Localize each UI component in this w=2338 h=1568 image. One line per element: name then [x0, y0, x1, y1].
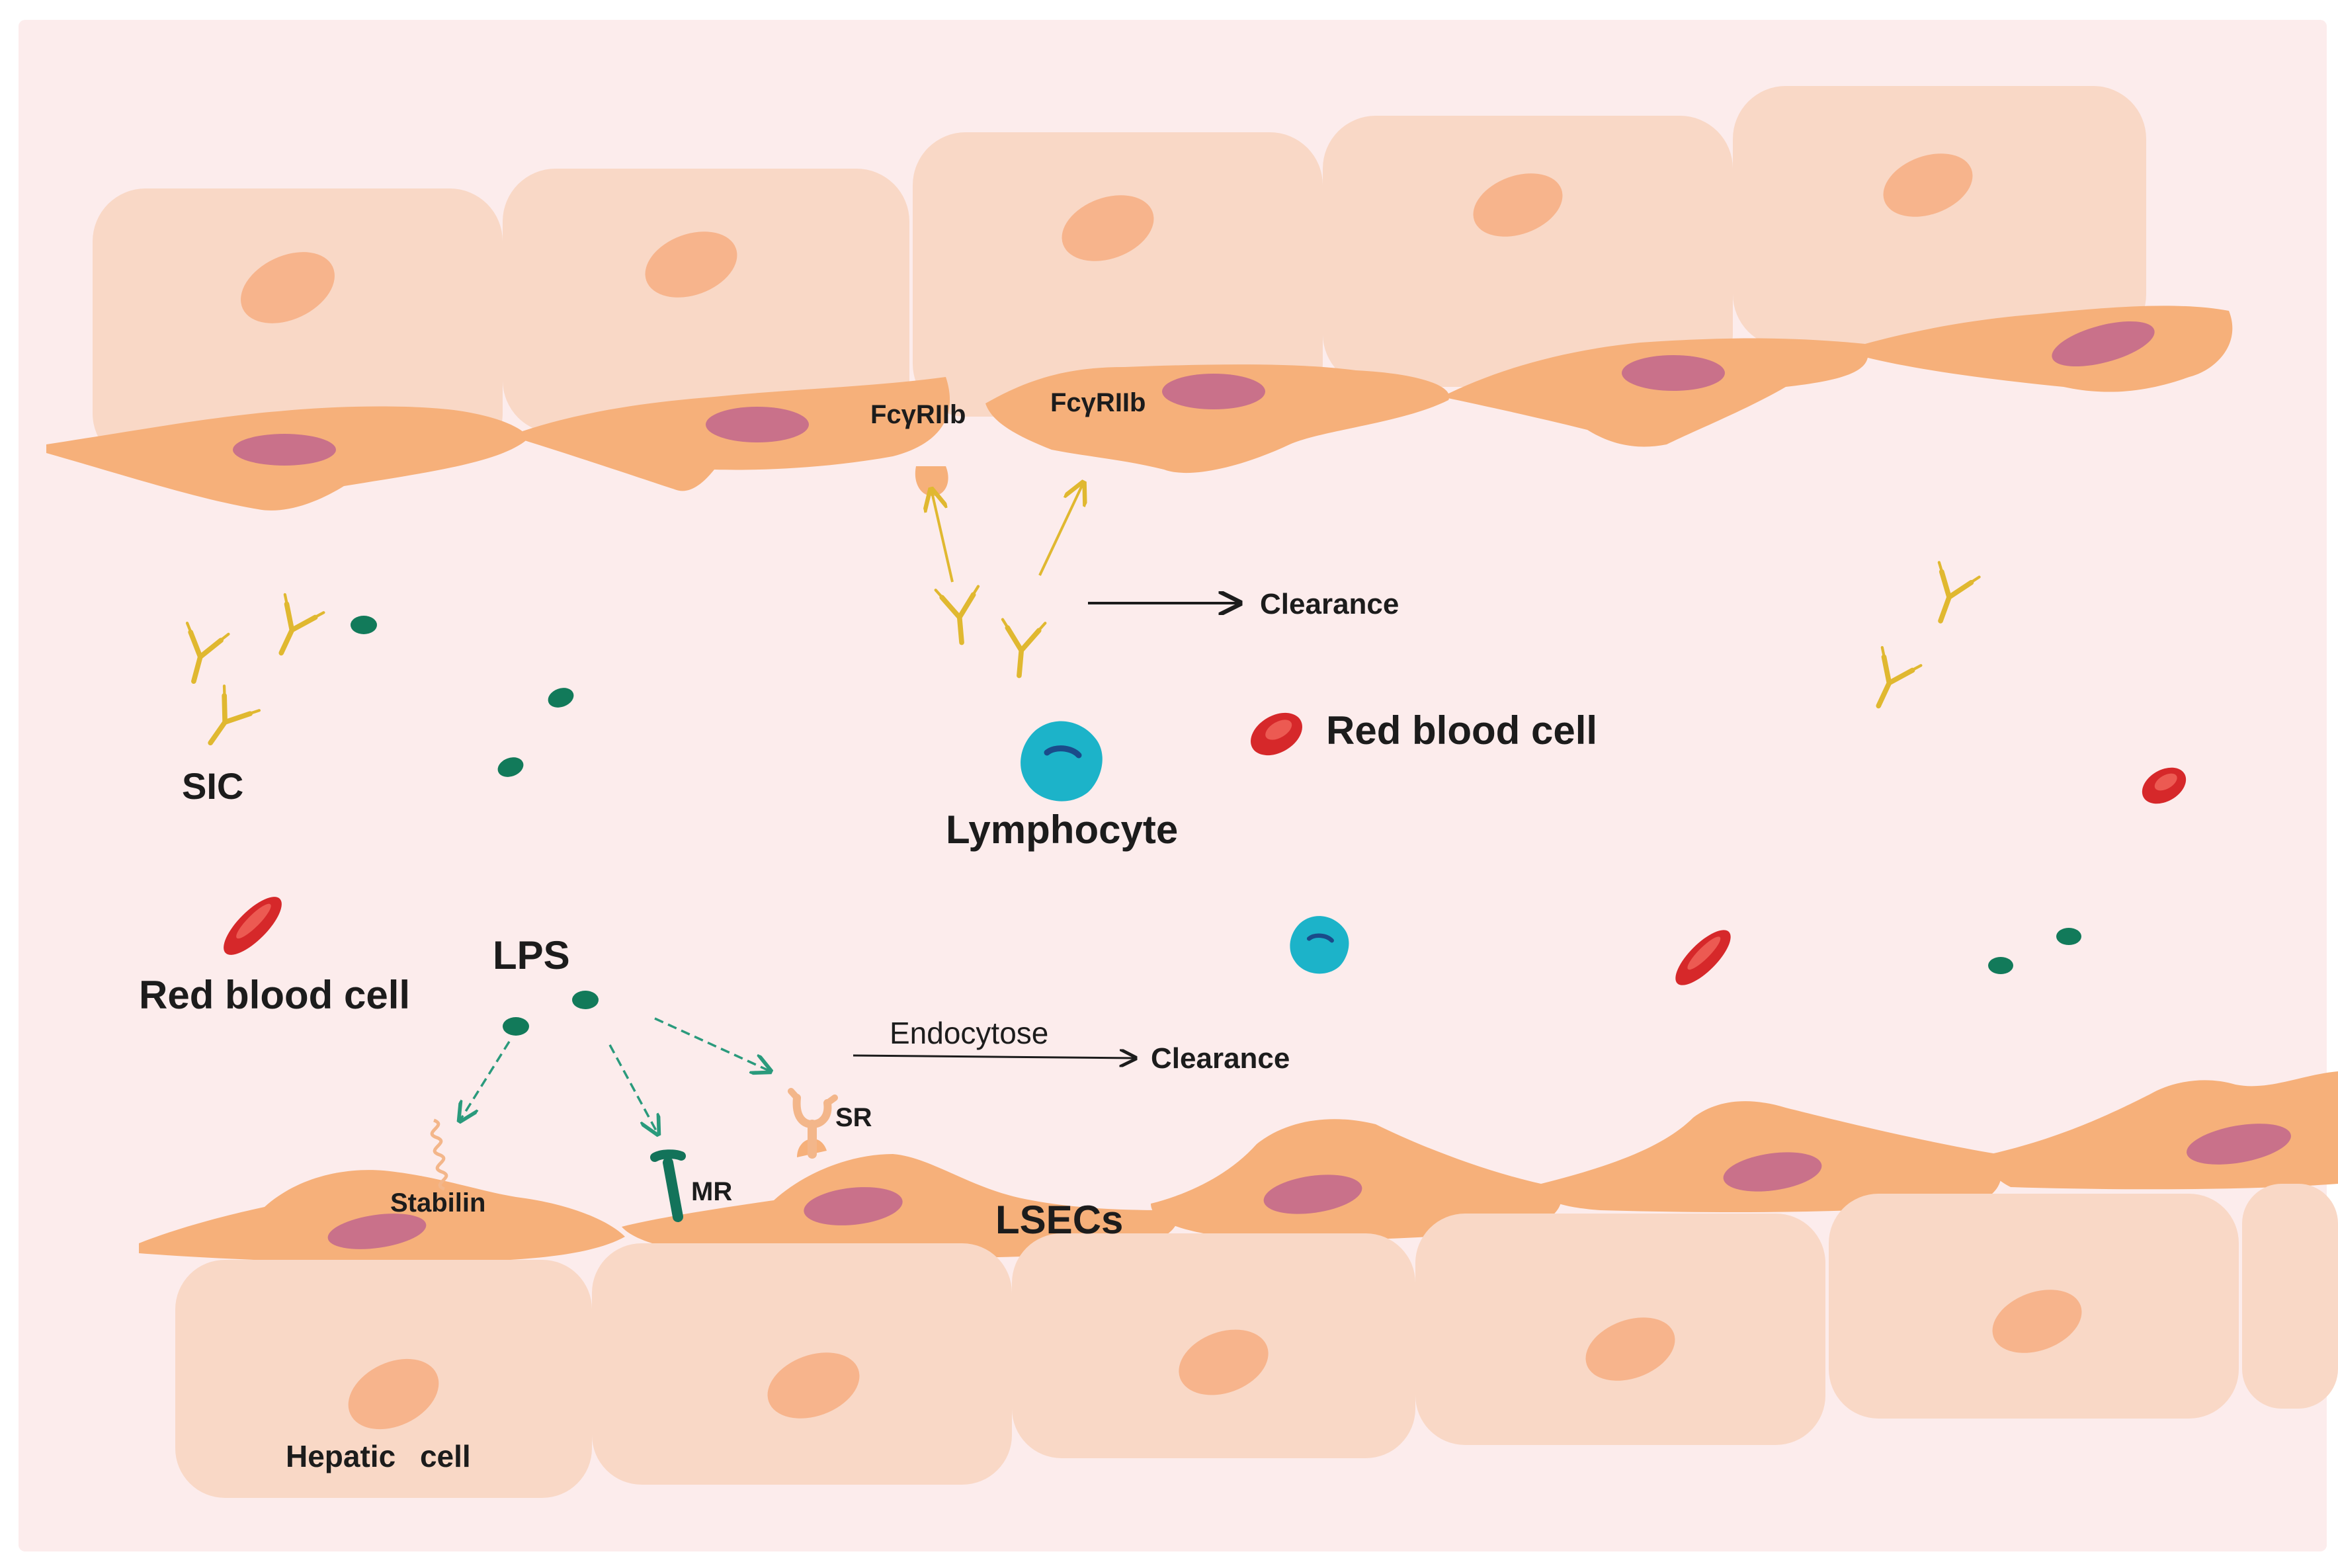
hepatic-cell — [1733, 86, 2146, 347]
lps-particle-icon — [572, 991, 599, 1009]
arrow-lps-to-stabilin — [460, 1041, 511, 1121]
circulating-elements: SIC Red blood cell Red blood cell Lympho… — [139, 562, 2192, 1036]
clearance-label-top: Clearance — [1260, 588, 1399, 620]
lps-particle-icon — [351, 616, 377, 634]
hepatic-cell — [503, 169, 909, 433]
lsecs-label: LSECs — [995, 1198, 1123, 1242]
bottom-lsec-layer — [139, 1071, 2338, 1263]
rbc-label-right: Red blood cell — [1326, 708, 1597, 753]
hepatic-cell — [592, 1243, 1012, 1485]
lps-particle-icon — [2056, 928, 2081, 945]
mannose-receptor-icon — [650, 1149, 686, 1222]
fcgr-pathway: FcγRIIb FcγRIIb Clearance — [870, 388, 1399, 677]
hepatic-cell — [1415, 1214, 1825, 1445]
top-lsec-layer — [46, 306, 2233, 511]
hepatic-word: Hepatic — [286, 1439, 396, 1473]
mr-label: MR — [691, 1177, 732, 1206]
scavenger-receptor-icon — [788, 1088, 838, 1159]
lps-particle-icon — [503, 1017, 529, 1036]
arrow-lps-to-mr — [608, 1044, 658, 1134]
rbc-label-left: Red blood cell — [139, 973, 410, 1017]
hepatic-cell — [1829, 1194, 2239, 1419]
bottom-hepatocyte-row — [175, 1184, 2338, 1498]
hepatic-cell-label: Hepatic cell — [286, 1439, 471, 1473]
endocytose-arrow — [853, 1055, 1136, 1058]
lymphocyte-label: Lymphocyte — [946, 807, 1178, 852]
lps-particle-icon — [497, 757, 524, 777]
stabilin-label: Stabilin — [390, 1188, 485, 1217]
lymphocyte-icon — [1021, 721, 1103, 802]
top-hepatocyte-row — [93, 86, 2146, 466]
hepatic-cell — [1012, 1233, 1415, 1458]
cell-word: cell — [420, 1439, 471, 1473]
clearance-label-bottom: Clearance — [1151, 1042, 1290, 1075]
hepatic-cell-partial — [2242, 1184, 2338, 1409]
arrow-antibody-to-fcgr-right — [1038, 483, 1083, 576]
sic-label: SIC — [182, 765, 243, 807]
lps-label: LPS — [493, 933, 570, 977]
sr-label: SR — [835, 1103, 872, 1132]
hepatic-cell — [175, 1260, 592, 1498]
endocytose-label: Endocytose — [890, 1016, 1048, 1050]
lps-pathway: LPS Stabilin MR SR Endocytose Clearance … — [286, 933, 1290, 1473]
hepatic-cell — [93, 188, 503, 466]
hepatic-cell — [913, 132, 1323, 417]
arrow-antibody-to-fcgr-left — [931, 489, 954, 583]
lps-particle-icon — [548, 688, 574, 708]
hepatic-cell — [1323, 116, 1733, 387]
lymphocyte-icon — [1290, 916, 1349, 974]
stabilin-receptor-icon — [430, 1118, 448, 1191]
arrow-lps-to-sr — [654, 1017, 771, 1071]
fcgr-label-right: FcγRIIb — [1050, 388, 1146, 417]
fcgr-label-left: FcγRIIb — [870, 400, 966, 429]
lps-particle-icon — [1988, 957, 2013, 974]
